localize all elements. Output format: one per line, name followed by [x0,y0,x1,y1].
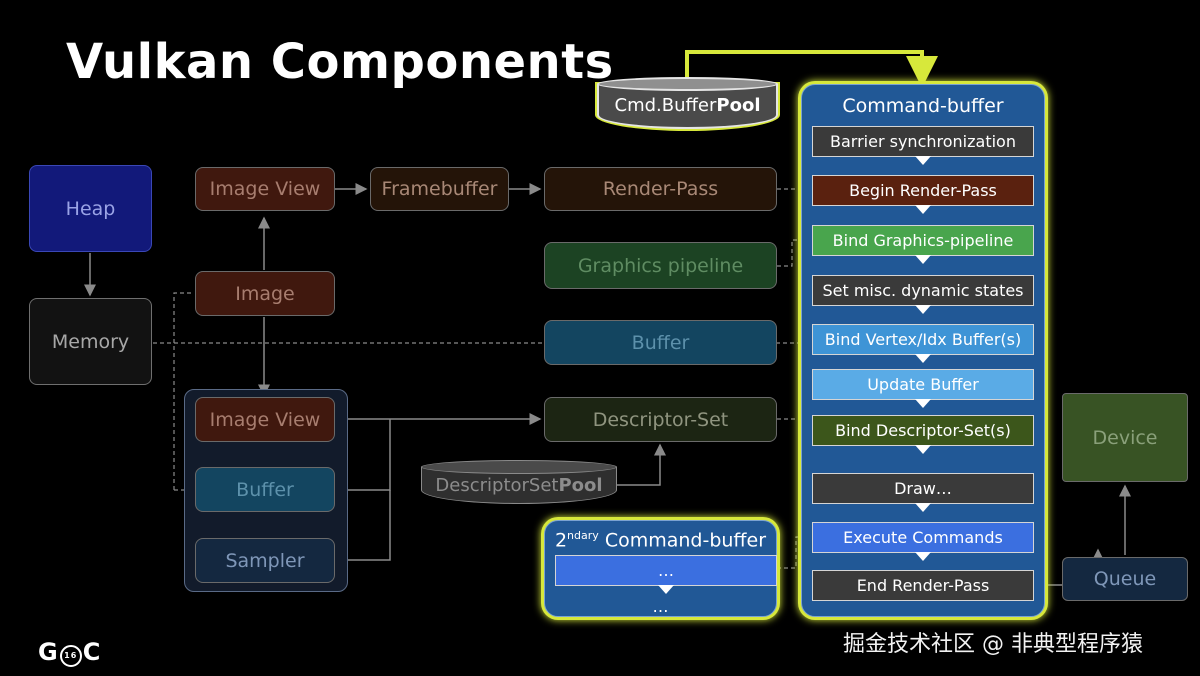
command-item-label: Barrier synchronization [830,132,1016,151]
buffer-node: Buffer [544,320,777,365]
secondary-sup-text: ndary [567,529,599,542]
device-node: Device [1062,393,1188,482]
graphics-pipeline-node: Graphics pipeline [544,242,777,289]
command-item: Update Buffer [812,369,1034,408]
command-item: Barrier synchronization [812,126,1034,165]
descriptor-set-node: Descriptor-Set [544,397,777,442]
command-item-label: Set misc. dynamic states [822,281,1024,300]
framebuffer-node: Framebuffer [370,167,509,211]
gdc-logo-c: C [82,638,102,666]
command-item-label: Execute Commands [843,528,1003,547]
descriptor-set-pool: DescriptorSet Pool [421,460,617,504]
command-item: Execute Commands [812,522,1034,561]
cmd-buffer-pool: Cmd.Buffer Pool [597,77,778,129]
group-sampler-node: Sampler [195,538,335,583]
command-item-label: Draw… [894,479,952,498]
command-item-label: Bind Descriptor-Set(s) [835,421,1011,440]
command-item: Bind Vertex/Idx Buffer(s) [812,324,1034,363]
page-title: Vulkan Components [66,34,614,90]
secondary-title-text: Command-buffer [598,529,767,552]
group-buffer-node: Buffer [195,467,335,512]
command-item: End Render-Pass [812,570,1034,601]
render-pass-node: Render-Pass [544,167,777,211]
image-view-node: Image View [195,167,335,211]
secondary-sup: 2 [554,529,568,552]
gdc-logo-ring: 16 [59,645,82,667]
command-item-label: Bind Graphics-pipeline [832,231,1014,250]
memory-node: Memory [29,298,152,385]
command-item-label: Update Buffer [867,375,979,394]
command-item: Set misc. dynamic states [812,275,1034,314]
desc-pool-label: DescriptorSet [435,474,559,496]
secondary-more: … [652,597,669,616]
secondary-command-buffer-panel: 2ndary Command-buffer … … [544,520,777,617]
secondary-item-label: … [658,561,674,580]
command-item: Begin Render-Pass [812,175,1034,214]
gdc-logo-g: G [38,638,59,666]
watermark-text: 掘金技术社区 @ 非典型程序猿 [843,632,1143,657]
image-node: Image [195,271,335,316]
command-buffer-title: Command-buffer [842,95,1004,117]
command-item: Bind Graphics-pipeline [812,225,1034,264]
command-item-label: Bind Vertex/Idx Buffer(s) [824,330,1022,349]
desc-pool-bold: Pool [558,474,603,496]
secondary-item: … [555,555,777,594]
command-item: Bind Descriptor-Set(s) [812,415,1034,454]
cmd-pool-label: Cmd.Buffer [614,95,717,116]
command-item: Draw… [812,473,1034,512]
cmd-pool-bold: Pool [716,95,761,116]
group-image-view-node: Image View [195,397,335,442]
command-item-label: End Render-Pass [856,576,990,595]
command-item-label: Begin Render-Pass [849,181,997,200]
secondary-title: 2ndary Command-buffer [545,529,776,551]
heap-node: Heap [29,165,152,252]
queue-node: Queue [1062,557,1188,601]
